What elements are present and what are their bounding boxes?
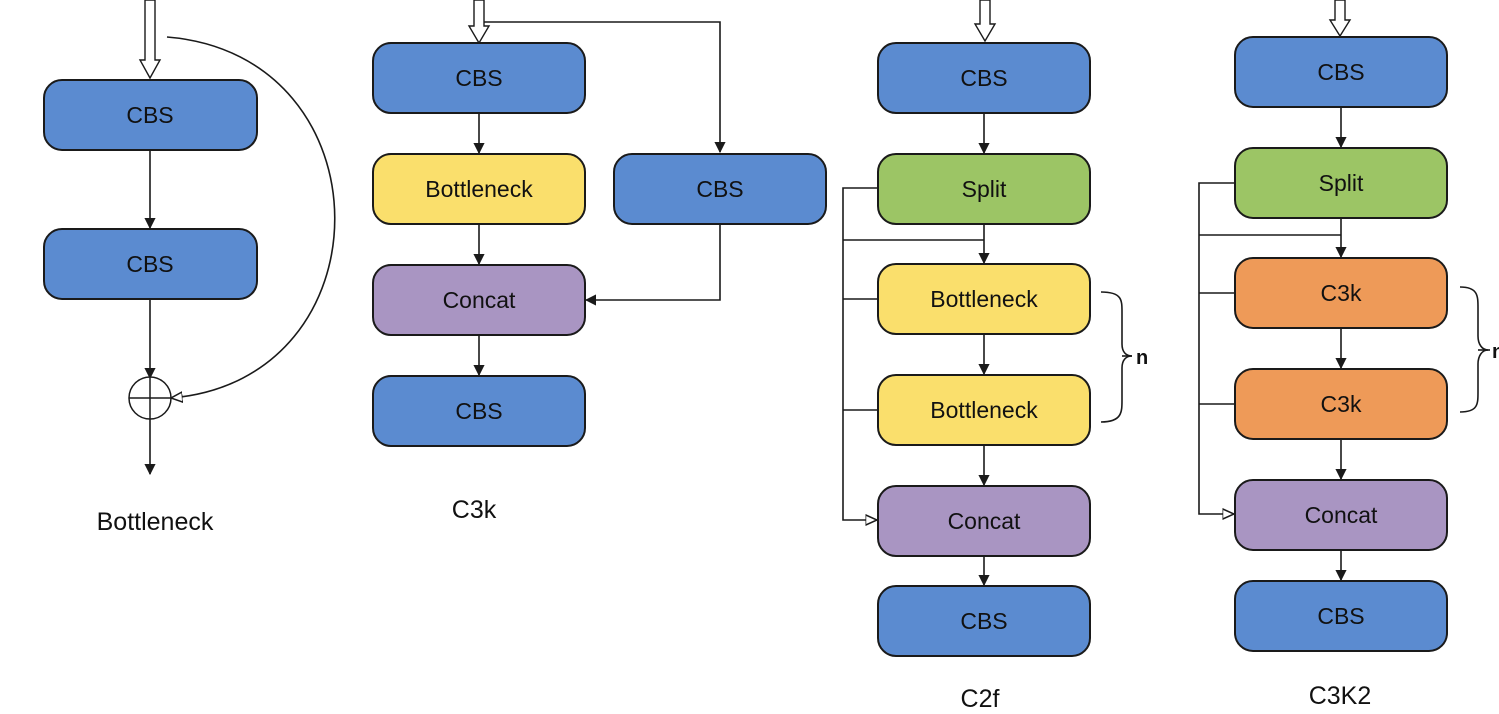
input-arrow	[138, 0, 162, 80]
input-arrow	[467, 0, 491, 45]
c3k-cbs-out-label: CBS	[455, 398, 502, 424]
c3k2-cbs-out-block	[1234, 580, 1448, 652]
c2f-caption: C2f	[961, 685, 1000, 713]
c2f-cbs-1-label: CBS	[960, 65, 1007, 91]
c2f-repeat-label: n	[1136, 347, 1148, 369]
c3k-caption: C3k	[452, 496, 497, 524]
bottleneck-cbs-1-label: CBS	[126, 102, 173, 128]
c2f-concat-label: Concat	[948, 508, 1021, 534]
c3k2-concat-label: Concat	[1305, 502, 1378, 528]
bottleneck-diagram: CBS CBS Bottleneck	[43, 0, 336, 536]
c3k2-c3k-2-label: C3k	[1321, 391, 1362, 417]
c3k-cbs-out-block	[372, 375, 586, 447]
skip-edge	[1198, 182, 1235, 514]
c3k-cbs-1-label: CBS	[455, 65, 502, 91]
c3k-concat-label: Concat	[443, 287, 516, 313]
c3k2-split-label: Split	[1319, 170, 1364, 196]
input-arrow	[1328, 0, 1352, 38]
c2f-diagram: CBS Split Bottleneck Bottleneck Concat C…	[842, 0, 1148, 713]
c3k2-repeat-label: n	[1492, 341, 1499, 363]
c3k-bottleneck-label: Bottleneck	[425, 176, 533, 202]
repeat-brace	[1100, 291, 1133, 423]
bottleneck-caption: Bottleneck	[97, 508, 214, 536]
c3k2-cbs-out-label: CBS	[1317, 603, 1364, 629]
c2f-cbs-out-label: CBS	[960, 608, 1007, 634]
c3k2-diagram: CBS Split C3k C3k Concat CBS n C3K2	[1198, 0, 1499, 710]
skip-edge	[842, 187, 878, 520]
residual-edge	[166, 36, 336, 398]
c3k2-cbs-1-label: CBS	[1317, 59, 1364, 85]
c3k2-c3k-1-label: C3k	[1321, 280, 1362, 306]
c2f-bottleneck-2-label: Bottleneck	[930, 397, 1038, 423]
c3k-cbs-branch-label: CBS	[696, 176, 743, 202]
bottleneck-cbs-2-label: CBS	[126, 251, 173, 277]
c2f-bottleneck-1-label: Bottleneck	[930, 286, 1038, 312]
c2f-cbs-out-block	[877, 585, 1091, 657]
branch-merge-edge	[584, 224, 721, 306]
add-icon	[128, 376, 172, 420]
c3k-diagram: CBS Bottleneck CBS Concat CBS C3k	[372, 0, 827, 524]
c2f-split-label: Split	[962, 176, 1007, 202]
branch-edge	[484, 21, 726, 154]
c3k2-caption: C3K2	[1309, 682, 1372, 710]
input-arrow	[973, 0, 997, 43]
